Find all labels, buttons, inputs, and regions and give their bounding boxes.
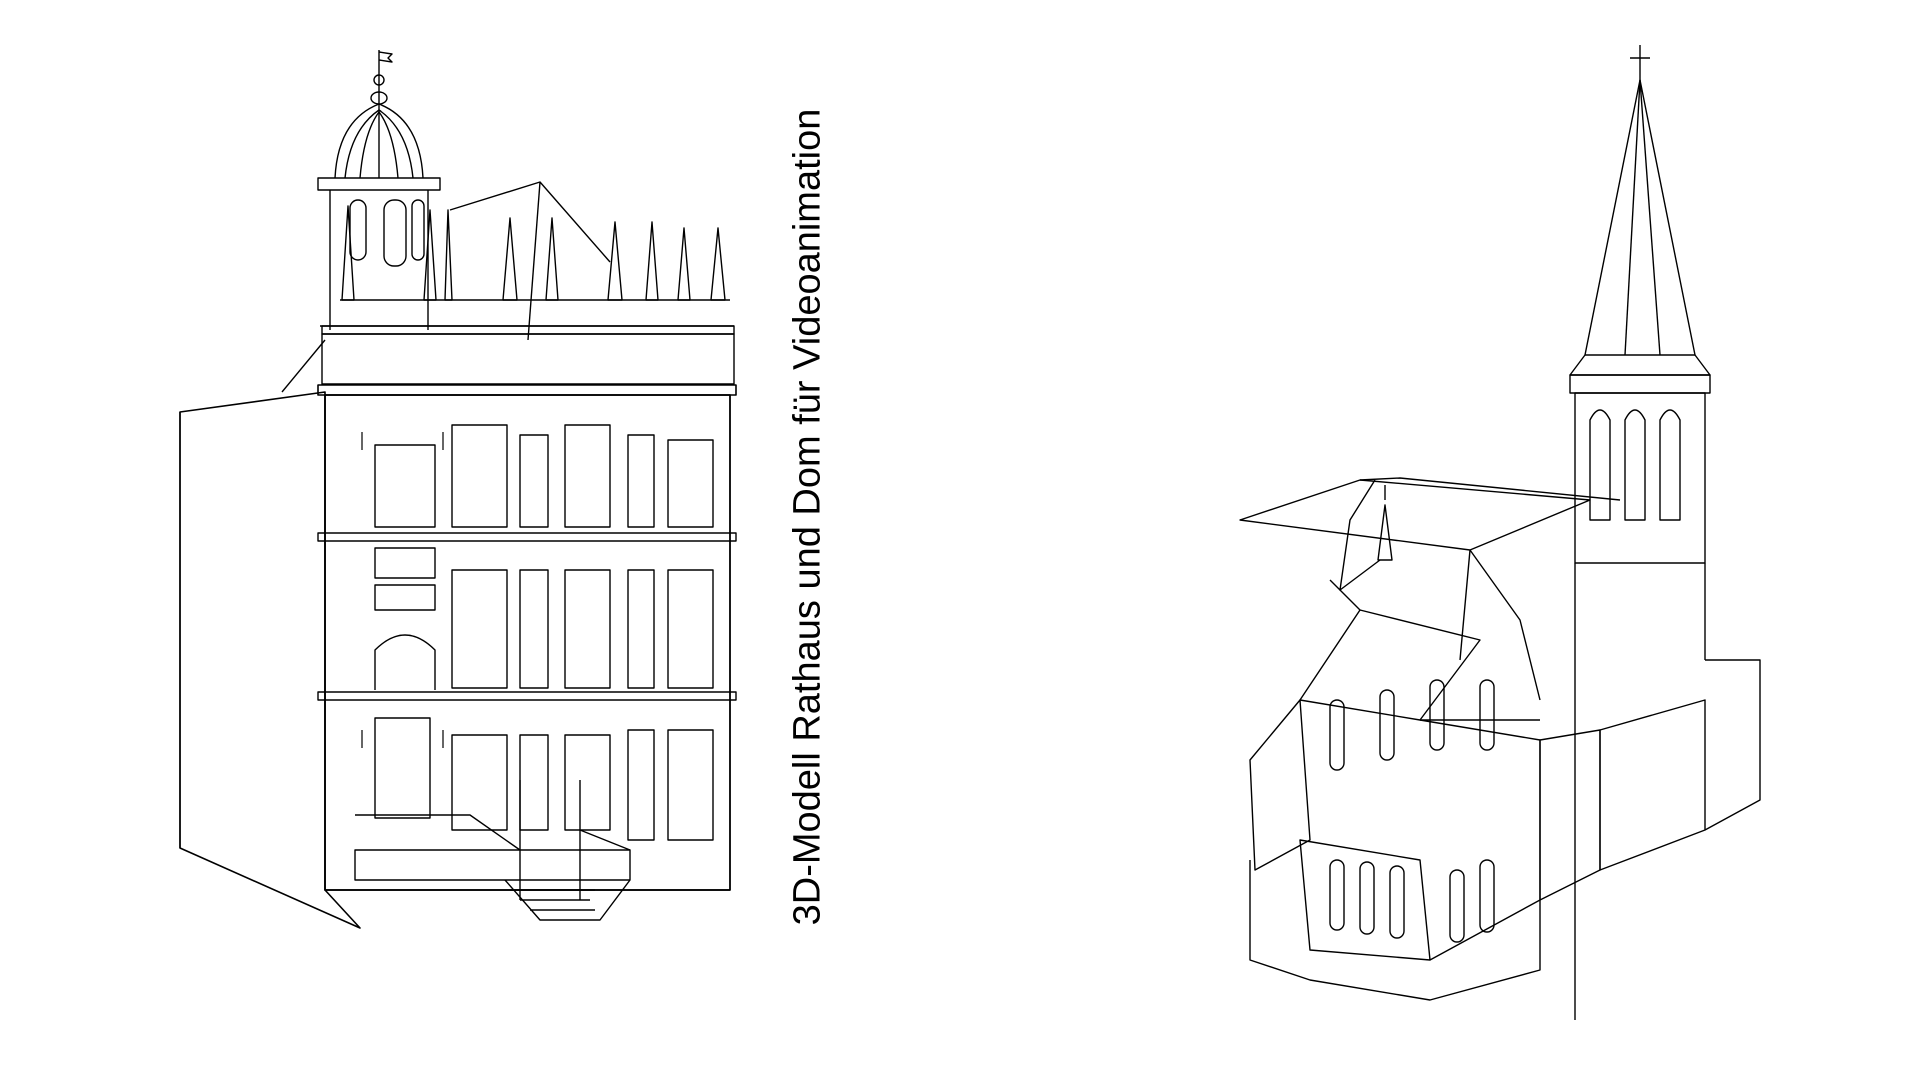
- town-hall-pinnacles: [320, 206, 734, 326]
- cathedral-transept: [1340, 480, 1392, 590]
- town-hall-drawing: [180, 50, 736, 928]
- town-hall-side-wall: [180, 392, 360, 928]
- cathedral-nave-roof: [1240, 478, 1620, 700]
- town-hall-ground-floor: [375, 718, 713, 840]
- town-hall-middle-windows: [375, 548, 713, 690]
- cathedral-spire: [1570, 45, 1710, 375]
- town-hall-facade: [325, 395, 730, 890]
- town-hall-entrance-stairs: [355, 780, 630, 920]
- cathedral-tower: [1570, 375, 1710, 1020]
- town-hall-ornaments: [362, 432, 443, 748]
- caption-text: 3D-Modell Rathaus und Dom für Videoanima…: [786, 108, 829, 926]
- town-hall-cornices: [318, 385, 736, 890]
- town-hall-upper-windows: [375, 425, 713, 527]
- town-hall-parapet: [322, 326, 734, 384]
- cathedral-drawing: [1240, 45, 1760, 1020]
- cathedral-side-walls: [1540, 660, 1760, 900]
- town-hall-dome-tower: [318, 50, 440, 330]
- cathedral-choir: [1250, 580, 1540, 1000]
